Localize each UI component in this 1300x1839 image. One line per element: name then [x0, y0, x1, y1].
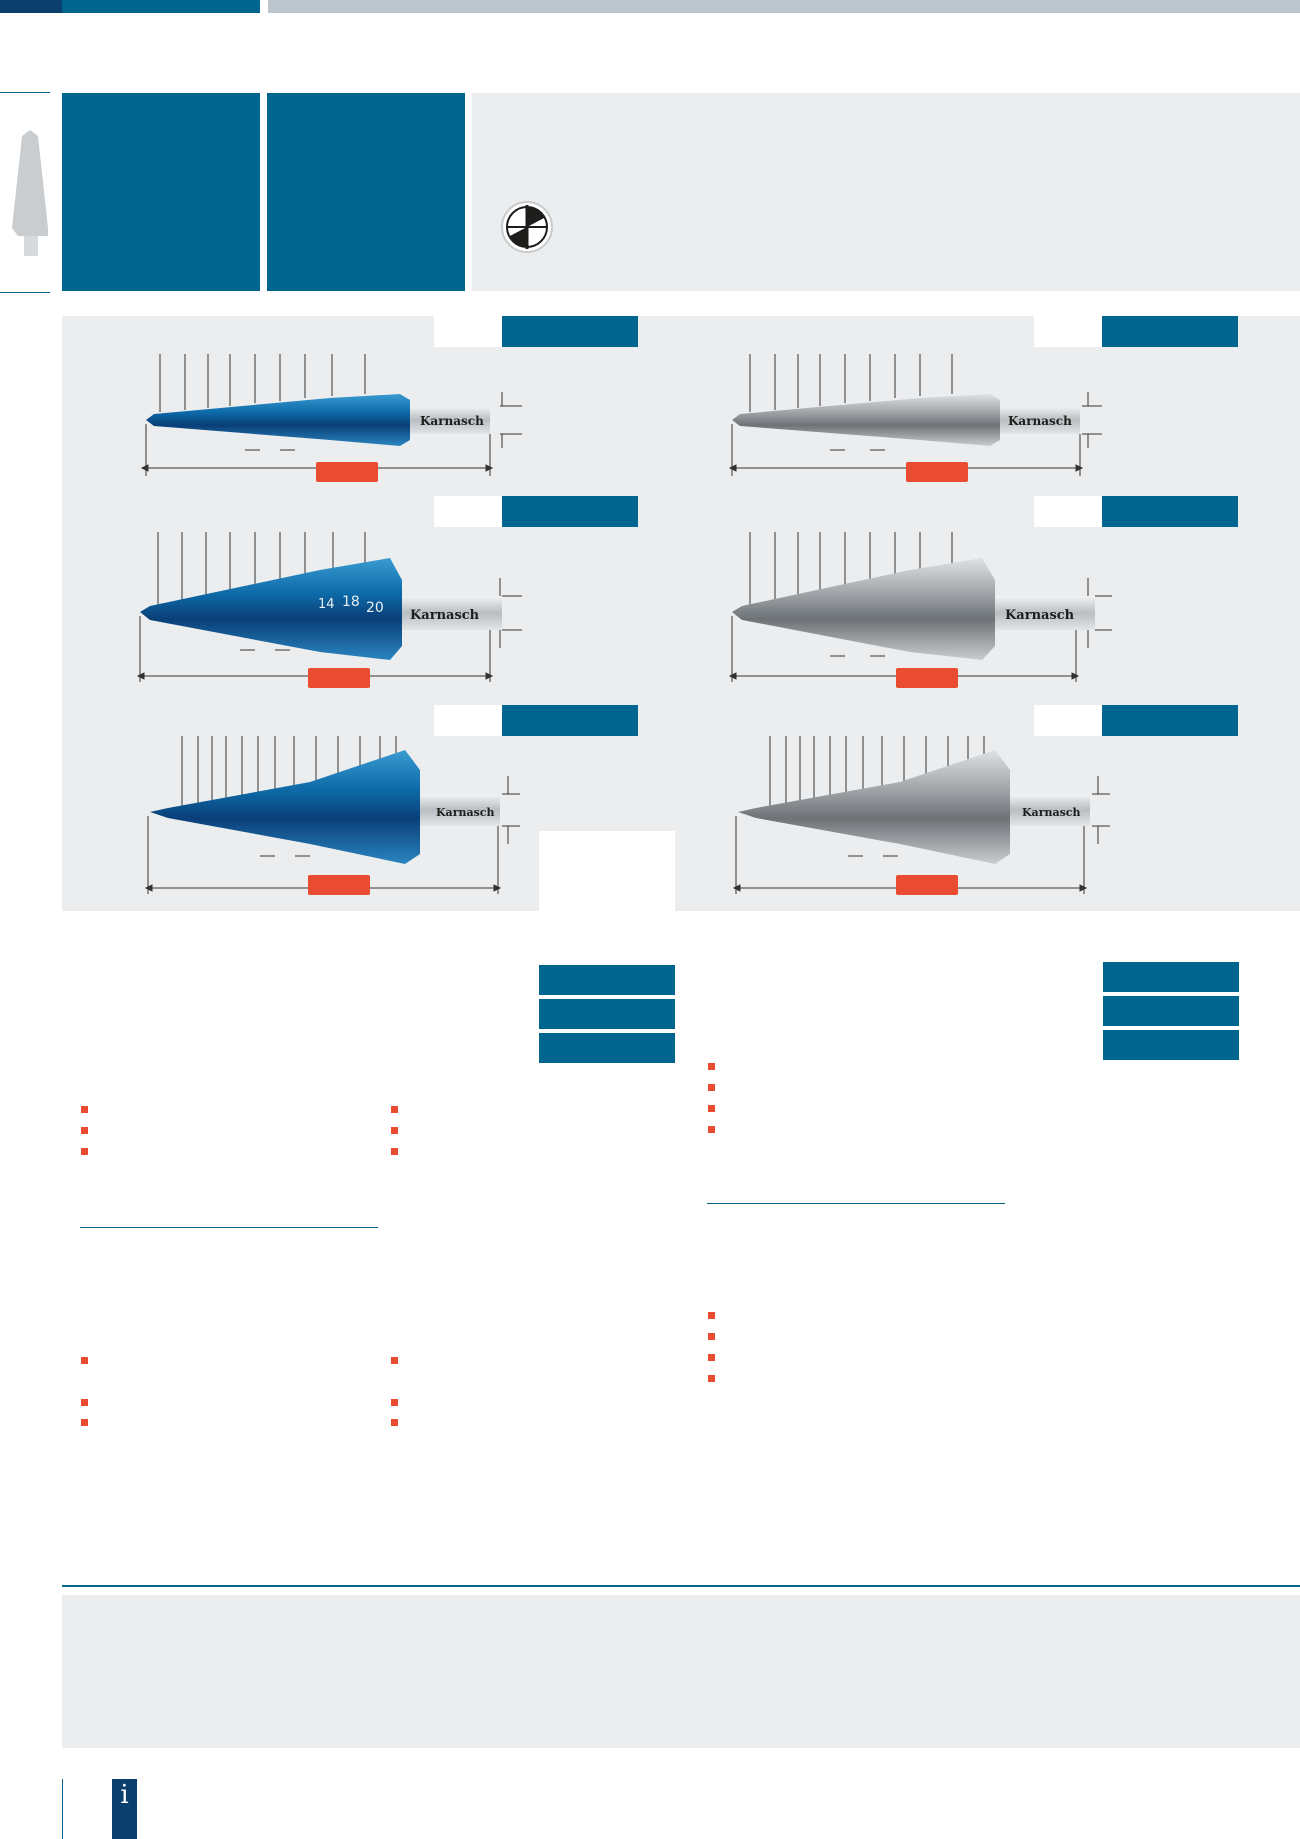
- drill-tab-label: [1102, 705, 1238, 736]
- section-divider: [80, 1227, 378, 1228]
- drill-tab-blank: [1034, 496, 1102, 527]
- list-bullet: [81, 1357, 88, 1364]
- spec-box: [539, 1033, 675, 1063]
- drill-tab-blank: [434, 496, 502, 527]
- list-bullet: [708, 1354, 715, 1361]
- drill-tab-label: [502, 705, 638, 736]
- drill-brand-label: Karnasch: [436, 806, 495, 819]
- drill-tab-blank: [434, 316, 502, 347]
- list-bullet: [708, 1126, 715, 1133]
- spec-box: [1103, 1030, 1239, 1060]
- spec-box: [539, 965, 675, 995]
- step-mark: 18: [342, 594, 360, 610]
- list-bullet: [391, 1399, 398, 1406]
- drill-brand-label: Karnasch: [410, 608, 480, 623]
- list-bullet: [391, 1127, 398, 1134]
- header-panel: [472, 93, 1300, 291]
- list-bullet: [391, 1357, 398, 1364]
- list-bullet: [708, 1063, 715, 1070]
- step-drill-blue-large: Karnasch: [144, 736, 520, 895]
- step-drill-blue-medium: Karnasch 14 18 20: [136, 532, 522, 688]
- list-bullet: [708, 1375, 715, 1382]
- side-tab: [0, 92, 50, 293]
- drill-tab-label: [1102, 316, 1238, 347]
- drill-tab-label: [1102, 496, 1238, 527]
- step-drill-blue-small: Karnasch: [140, 354, 522, 482]
- list-bullet: [391, 1106, 398, 1113]
- step-drill-thumbnail-icon: [12, 130, 48, 256]
- spec-box: [1103, 996, 1239, 1026]
- drill-tab-label: [502, 496, 638, 527]
- list-bullet: [81, 1148, 88, 1155]
- drill-tab-blank: [1034, 705, 1102, 736]
- list-bullet: [708, 1084, 715, 1091]
- top-bar-dark: [0, 0, 62, 13]
- step-drill-silver-small: Karnasch: [728, 354, 1102, 482]
- drill-tab-label: [502, 316, 638, 347]
- header-block-1: [62, 93, 260, 291]
- step-mark: 14: [318, 597, 335, 612]
- drill-brand-label: Karnasch: [1005, 608, 1075, 623]
- panel-gap: [539, 831, 675, 911]
- list-bullet: [81, 1399, 88, 1406]
- list-bullet: [81, 1106, 88, 1113]
- drill-tab-blank: [1034, 316, 1102, 347]
- drill-brand-label: Karnasch: [1008, 414, 1072, 428]
- top-bar-accent: [62, 0, 260, 13]
- header-block-2: [267, 93, 465, 291]
- info-icon: i: [112, 1779, 137, 1839]
- spec-box: [539, 999, 675, 1029]
- list-bullet: [391, 1148, 398, 1155]
- footer-rule: [62, 1585, 1300, 1587]
- list-bullet: [708, 1333, 715, 1340]
- drill-brand-label: Karnasch: [420, 414, 484, 428]
- list-bullet: [708, 1105, 715, 1112]
- footer-panel: [62, 1595, 1300, 1748]
- footer-margin-line: [62, 1779, 63, 1839]
- section-divider: [707, 1203, 1005, 1204]
- list-bullet: [81, 1127, 88, 1134]
- list-bullet: [708, 1312, 715, 1319]
- drill-tab-blank: [434, 705, 502, 736]
- step-mark: 20: [366, 600, 384, 616]
- top-bar-grey: [268, 0, 1300, 13]
- list-bullet: [81, 1419, 88, 1426]
- step-drill-silver-large: Karnasch: [732, 736, 1110, 895]
- drill-brand-label: Karnasch: [1022, 806, 1081, 819]
- list-bullet: [391, 1419, 398, 1426]
- step-drill-silver-medium: Karnasch: [728, 532, 1112, 688]
- cutting-geometry-icon: [501, 201, 553, 253]
- spec-box: [1103, 962, 1239, 992]
